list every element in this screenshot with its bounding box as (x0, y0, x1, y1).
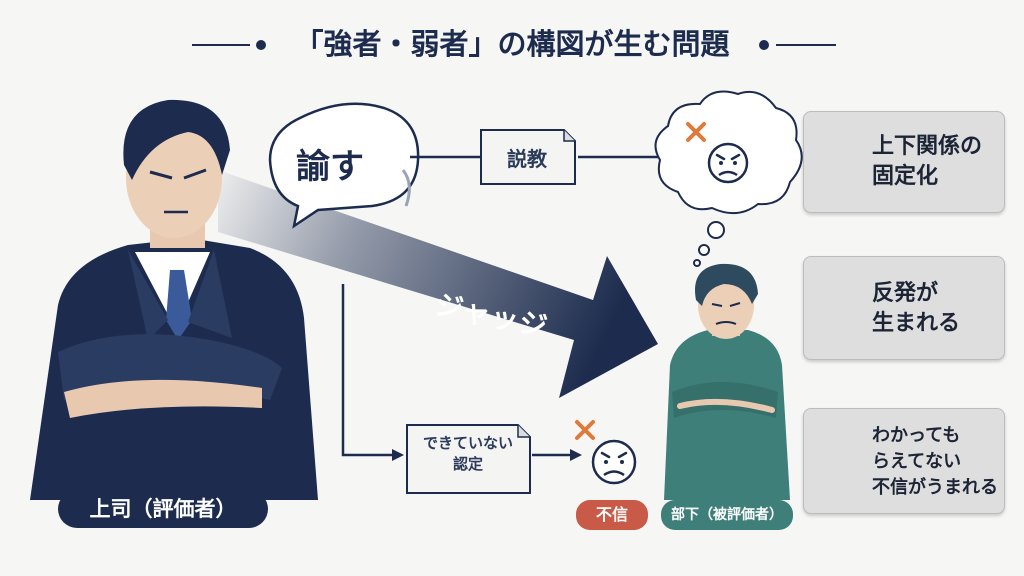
subordinate-figure (664, 263, 790, 500)
problem-line: わかっても (872, 425, 961, 446)
problem-card: 反発が 生まれる (803, 256, 1005, 360)
problem-line: 生まれる (872, 311, 961, 336)
doc-lecture-label: 説教 (507, 147, 547, 171)
title-dot-right (759, 40, 769, 50)
distrust-badge: 不信 (576, 500, 648, 530)
speech-bubble (268, 102, 420, 229)
problem-card-text: 反発が 生まれる (872, 279, 960, 339)
cross-mark-bottom (575, 420, 595, 440)
problem-card-text: わかっても らえてない 不信がうまれる (872, 423, 998, 501)
problem-card: わかっても らえてない 不信がうまれる (803, 408, 1005, 514)
boss-label: 上司（評価者） (58, 490, 268, 528)
doc-not-done-line: 認定 (452, 455, 483, 473)
page-title: 「強者・弱者」の構図が生む問題 (294, 27, 730, 61)
problem-line: 上下関係の (872, 134, 983, 159)
doc-lecture (480, 129, 576, 185)
cross-mark-top (686, 122, 706, 142)
title-dot-left (256, 40, 266, 50)
doc-not-done-line: できていない (422, 434, 513, 452)
problem-card: 上下関係の 固定化 (803, 111, 1005, 213)
boss-figure (30, 99, 318, 500)
title-rule-right (776, 44, 836, 46)
problem-line: 不信がうまれる (872, 477, 998, 498)
subordinate-label: 部下（被評価者） (661, 500, 793, 530)
problem-line: らえてない (872, 451, 962, 472)
title-row: 「強者・弱者」の構図が生む問題 (0, 22, 1024, 66)
problem-card-text: 上下関係の 固定化 (872, 132, 982, 192)
doc-not-done (406, 424, 531, 494)
problem-line: 反発が (872, 281, 939, 306)
connector-down (341, 284, 392, 457)
bubble-label: 諭す (296, 147, 364, 187)
problem-line: 固定化 (872, 164, 939, 189)
title-rule-left (192, 44, 250, 46)
doc-not-done-label: できていない 認定 (412, 433, 524, 475)
angry-face-bottom (591, 439, 637, 485)
angry-face-top (707, 142, 749, 184)
judge-arrow (218, 170, 658, 398)
